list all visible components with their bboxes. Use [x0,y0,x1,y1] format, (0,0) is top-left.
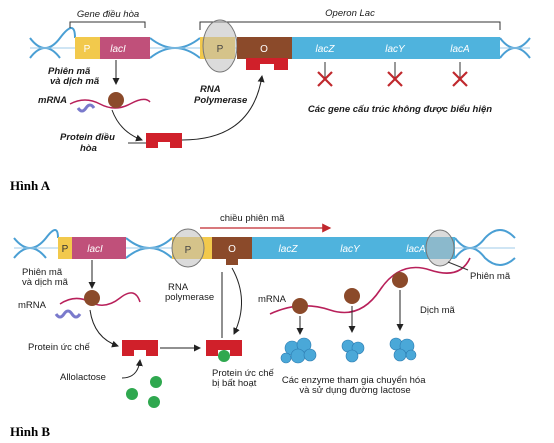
lacI-block [100,37,150,59]
regulator-protein-label-a: Protein điều hòa [60,132,118,154]
figure-a-label: Hình A [10,178,51,193]
polypeptide-b-left [54,309,82,319]
bracket-operon [199,21,501,30]
operator-label: O [260,44,268,55]
mrna-label-b-left: mRNA [18,300,47,311]
structural-genes-block-b [252,237,455,259]
operator-label-b: O [228,244,236,255]
allolactose-molecule-3 [148,396,160,408]
not-expressed-label: Các gene cấu trúc không được biểu hiện [308,104,492,115]
figure-b-label: Hình B [10,424,50,439]
direction-label: chiều phiên mã [220,213,285,224]
allolactose-label: Allolactose [60,372,106,383]
operator-empty-slot [226,259,238,265]
allolactose-molecule-1 [150,376,162,388]
inactivated-repressor-label: Protein ức chế bị bất hoạt [212,368,276,389]
arrow-allolactose-to-repressor [121,359,143,379]
enzyme-lacy [341,339,365,363]
operon-title: Operon Lac [325,8,375,19]
lacZ-label-b: lacZ [279,244,299,255]
ribosome-b-2 [344,288,360,304]
inactive-repressor-b [206,340,242,356]
mrna-label-b-right: mRNA [258,294,287,305]
rna-polymerase-label-a: RNA Polymerase [194,84,248,106]
lacI-block-b [72,237,126,259]
promoter-regulator-label-b: P [62,244,69,255]
figure-a: Gene điều hòa Operon Lac P lacI P O lacZ… [10,8,531,193]
arrow-operator-release [231,267,243,335]
operator-block [237,37,292,59]
arrow-to-repressor-b [89,309,119,348]
rna-polymerase-b [171,228,205,268]
repressor-protein-label: Protein ức chế [28,342,91,353]
mrna-label-a: mRNA [38,95,67,106]
rna-polymerase-label-b: RNA polymerase [165,282,214,303]
enzyme-lacz [280,337,317,364]
lacA-label: lacA [450,44,470,55]
repressor-bound-operator-a [246,58,288,70]
repressor-protein-b [122,340,158,356]
lacI-label: lacI [110,44,126,55]
rna-polymerase-end-b [425,229,455,267]
transcription-translation-b: Phiên mã và dịch mã [22,267,69,288]
regulator-protein-a [146,133,182,148]
blocked-markers [317,62,468,87]
lacA-label-b: lacA [406,244,426,255]
ribosome-b-1 [292,298,308,314]
ribosome-a [108,92,124,108]
bracket-gene-regulator [69,21,146,28]
lacY-label: lacY [385,44,406,55]
promoter-regulator-label: P [84,44,91,55]
lacI-label-b: lacI [87,244,103,255]
enzymes-label: Các enzyme tham gia chuyển hóa và sử dụn… [282,375,428,396]
transcription-label-b: Phiên mã [470,271,511,282]
mrna-strand-b-left [59,292,141,306]
enzyme-laca [389,337,417,362]
structural-genes-block [292,37,500,59]
figure-b: chiều phiên mã P lacI P O lacZ lacY lacA… [10,213,516,439]
lacY-label-b: lacY [340,244,361,255]
promoter-regulator-block [75,37,100,59]
ribosome-b-left [84,290,100,306]
promoter-regulator-block-b [58,237,72,259]
promoter-operon-label-b: P [185,245,192,256]
connector-phien-ma [447,261,469,271]
ribosome-b-3 [392,272,408,288]
arrow-regulator-to-operator-a [181,75,265,141]
gene-regulator-title: Gene điều hòa [77,9,139,20]
transcription-translation-a: Phiên mã và dịch mã [48,66,100,87]
arrow-to-regulator-a [111,109,143,142]
allolactose-molecule-2 [126,388,138,400]
operator-block-b [212,237,252,259]
polypeptide-a [76,103,96,113]
translation-label-b: Dịch mã [420,305,456,316]
inducer-bound [218,350,230,362]
mrna-strand-a [69,98,151,109]
lacZ-label: lacZ [316,44,336,55]
promoter-operon-label: P [217,44,224,55]
mrna-strand-b-right [269,257,471,315]
